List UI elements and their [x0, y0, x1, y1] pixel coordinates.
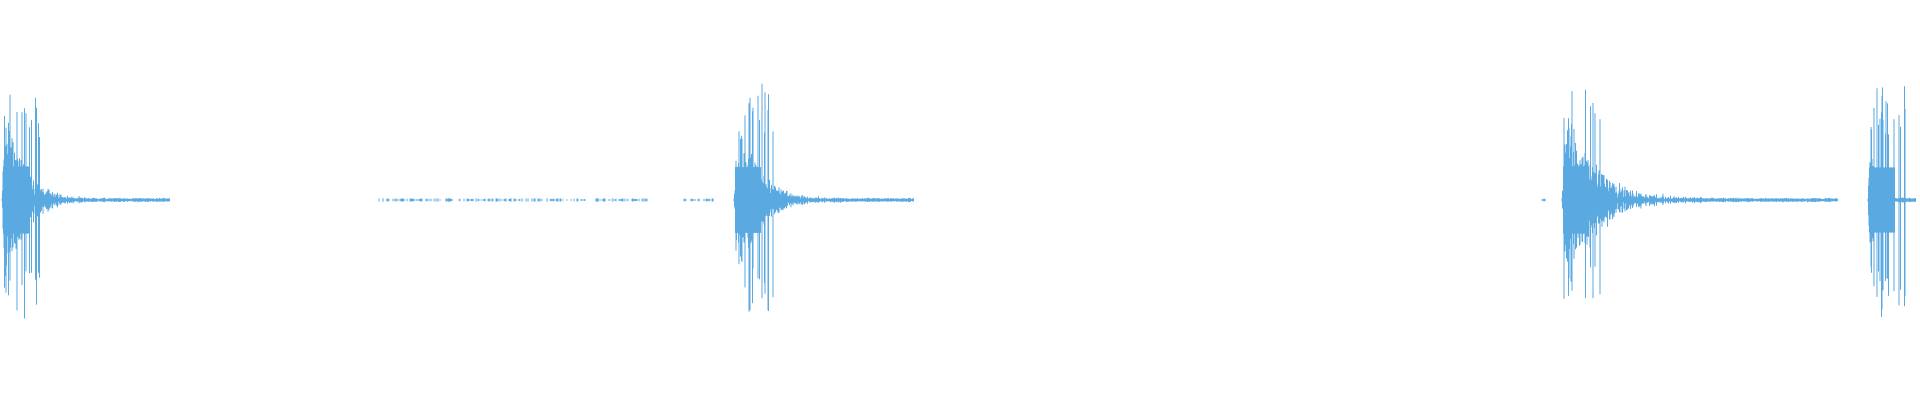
transient-hits — [1, 83, 1916, 319]
waveform-hit-core — [1563, 166, 1589, 234]
waveform-hit-core — [3, 166, 29, 234]
noise-segment — [683, 198, 714, 202]
waveform-hit-core — [735, 167, 761, 233]
waveform-hit-core — [1869, 167, 1895, 233]
waveform-hit-hit-2 — [733, 83, 914, 312]
waveform-hit-hit-1 — [1, 94, 170, 319]
waveform-hit-hit-4 — [1867, 86, 1916, 317]
noise-segment — [378, 198, 648, 202]
noise-segments — [378, 198, 1546, 202]
noise-segment — [1541, 198, 1546, 202]
waveform-hit-hit-3 — [1561, 89, 1838, 299]
